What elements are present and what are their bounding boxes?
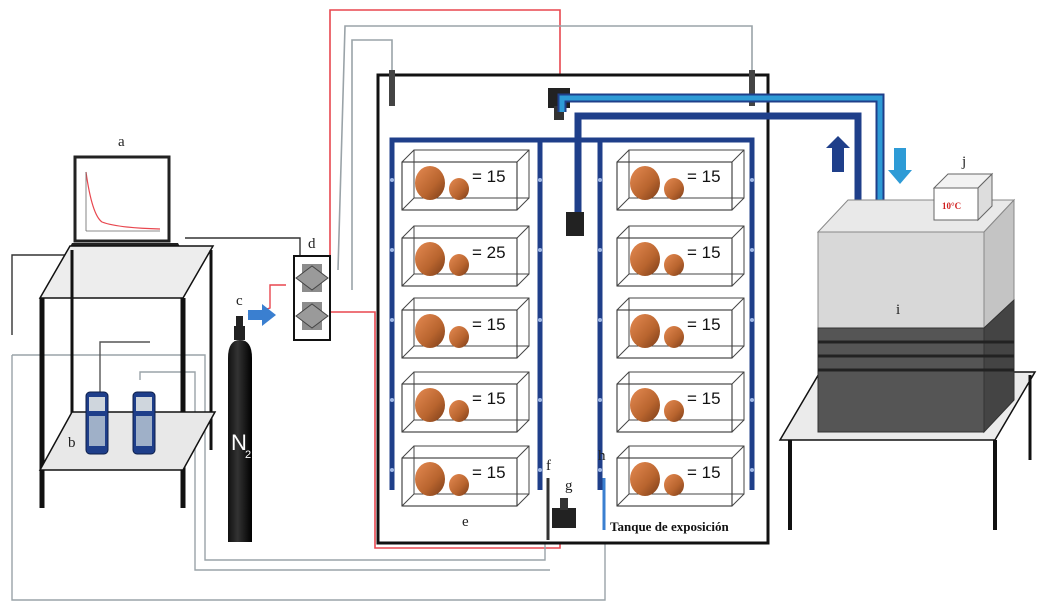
scallop-count: = 15 <box>687 243 721 262</box>
label-g: g <box>565 478 573 494</box>
scallop-small <box>664 474 684 496</box>
scallop-small <box>449 400 469 422</box>
tank-sensors <box>389 70 755 106</box>
decay-curve <box>85 171 161 230</box>
laptop-to-controller-cable <box>185 237 301 262</box>
tank-title: Tanque de exposición <box>610 519 729 534</box>
scallop-small <box>664 178 684 200</box>
chiller-unit <box>816 198 1016 434</box>
container-right-4: = 15 <box>616 371 745 433</box>
scallop-count: = 15 <box>472 463 506 482</box>
label-i: i <box>896 302 900 318</box>
scallop-small <box>664 326 684 348</box>
gray-probe-line-3 <box>139 371 550 571</box>
label-f: f <box>546 458 551 474</box>
multiparameter-meter-1 <box>85 391 109 455</box>
up-arrow <box>826 136 850 172</box>
air-manifold <box>389 137 755 490</box>
scallop-large <box>415 166 445 200</box>
thermostat: 10°C <box>932 172 994 222</box>
label-c: c <box>236 293 243 309</box>
pump-middle <box>566 212 584 236</box>
gas-lines <box>11 9 753 601</box>
scallop-count: = 15 <box>687 167 721 186</box>
thermostat-display: 10°C <box>942 201 961 211</box>
water-pipe-outer <box>559 95 883 205</box>
computer-table <box>38 245 217 508</box>
scallop-count: = 15 <box>472 167 506 186</box>
container-left-2: = 25 <box>401 225 530 287</box>
black-probe-line <box>99 341 150 392</box>
scallop-large <box>415 462 445 496</box>
scallop-large <box>630 462 660 496</box>
gas-flow-arrow <box>248 304 276 326</box>
label-b: b <box>68 435 76 451</box>
container-left-5: = 15 <box>401 445 530 507</box>
scallop-large <box>630 314 660 348</box>
containers: = 15 = 25 = 15 = 15 = 15 = 15 = 15 = 15 = 15 = 15 <box>401 149 745 507</box>
water-pipe-inner <box>574 112 862 212</box>
scallop-count: = 15 <box>687 315 721 334</box>
scallop-small <box>664 254 684 276</box>
scallop-small <box>449 326 469 348</box>
label-j: j <box>961 154 966 170</box>
multiparameter-meter-2 <box>132 391 156 455</box>
scallop-large <box>415 242 445 276</box>
nitrogen-cylinder: N 2 <box>228 316 252 542</box>
scallop-small <box>664 400 684 422</box>
container-left-3: = 15 <box>401 297 530 359</box>
laptop-cable <box>11 254 72 335</box>
exposure-tank <box>376 73 770 545</box>
gray-line-inner <box>351 39 393 290</box>
scallop-count: = 15 <box>472 389 506 408</box>
cylinder-label: N <box>231 430 247 455</box>
scallop-large <box>630 166 660 200</box>
flow-controller <box>293 255 331 341</box>
scallop-small <box>449 474 469 496</box>
scallop-small <box>449 254 469 276</box>
cylinder-subscript: 2 <box>245 449 251 461</box>
container-left-1: = 15 <box>401 149 530 211</box>
scallop-count: = 15 <box>687 463 721 482</box>
pump-bottom <box>552 498 576 528</box>
container-left-4: = 15 <box>401 371 530 433</box>
label-a: a <box>118 134 125 150</box>
down-arrow <box>888 148 912 184</box>
container-right-2: = 15 <box>616 225 745 287</box>
red-gas-line-top <box>329 9 561 262</box>
gray-line-top <box>337 25 753 271</box>
scallop-count: = 25 <box>472 243 506 262</box>
label-e: e <box>462 514 469 530</box>
scallop-large <box>630 388 660 422</box>
container-right-5: = 15 <box>616 445 745 507</box>
manifold-dots <box>390 178 754 472</box>
scallop-count: = 15 <box>472 315 506 334</box>
label-d: d <box>308 236 316 252</box>
scallop-large <box>630 242 660 276</box>
container-right-3: = 15 <box>616 297 745 359</box>
scallop-count: = 15 <box>687 389 721 408</box>
container-right-1: = 15 <box>616 149 745 211</box>
scallop-large <box>415 314 445 348</box>
label-h: h <box>598 448 606 464</box>
scallop-large <box>415 388 445 422</box>
scallop-small <box>449 178 469 200</box>
